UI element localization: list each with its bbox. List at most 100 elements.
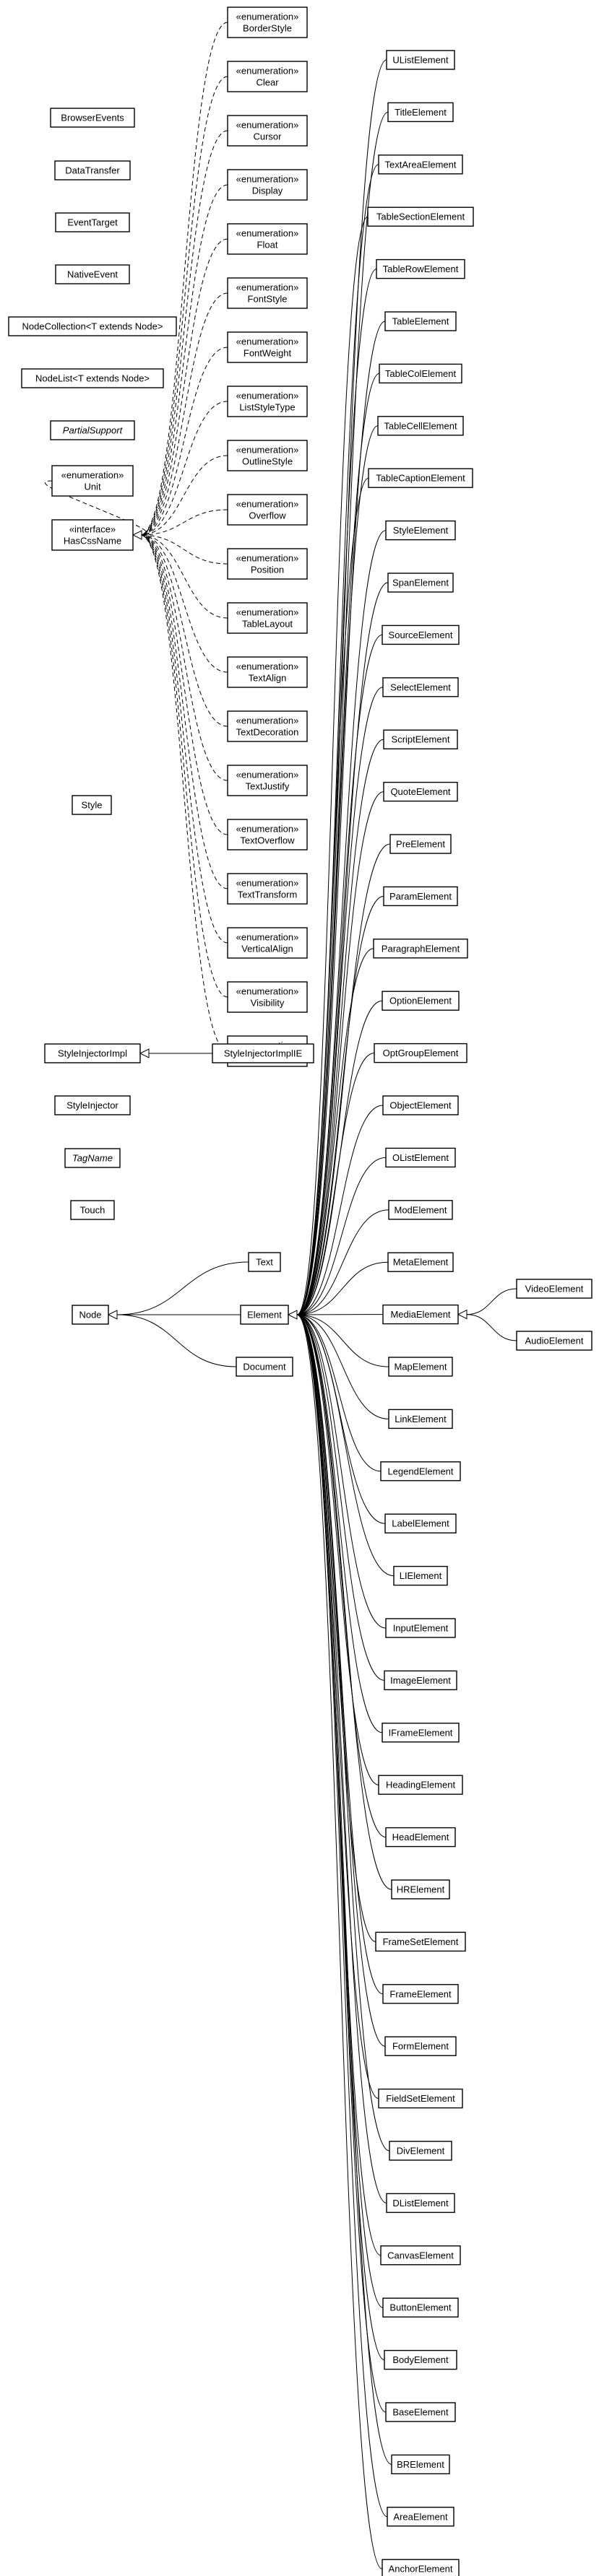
class-box-option-element[interactable]: OptionElement bbox=[382, 991, 460, 1011]
class-box-unit[interactable]: «enumeration»Unit bbox=[51, 465, 134, 497]
class-box-title-element[interactable]: TitleElement bbox=[387, 102, 454, 123]
class-box-clear[interactable]: «enumeration»Clear bbox=[227, 61, 308, 92]
class-box-font-weight[interactable]: «enumeration»FontWeight bbox=[227, 331, 308, 363]
class-box-olist-element[interactable]: OListElement bbox=[385, 1147, 456, 1168]
class-box-pre-element[interactable]: PreElement bbox=[389, 834, 452, 854]
edge-object-element-to-element bbox=[296, 1105, 384, 1315]
class-box-browser-events[interactable]: BrowserEvents bbox=[50, 108, 135, 128]
class-box-document[interactable]: Document bbox=[236, 1357, 293, 1377]
class-box-border-style[interactable]: «enumeration»BorderStyle bbox=[227, 6, 308, 38]
class-box-table-col-element[interactable]: TableColElement bbox=[379, 363, 462, 384]
class-box-iframe-element[interactable]: IFrameElement bbox=[382, 1723, 460, 1743]
class-box-base-element[interactable]: BaseElement bbox=[385, 2402, 456, 2422]
class-box-hrelement[interactable]: HRElement bbox=[391, 1879, 450, 1900]
class-box-video-element[interactable]: VideoElement bbox=[516, 1279, 592, 1299]
class-box-script-element[interactable]: ScriptElement bbox=[383, 729, 458, 749]
class-box-position[interactable]: «enumeration»Position bbox=[227, 548, 308, 580]
class-box-list-style-type[interactable]: «enumeration»ListStyleType bbox=[227, 386, 308, 417]
arrowhead-element bbox=[287, 1310, 298, 1320]
class-name: ParagraphElement bbox=[382, 943, 460, 954]
class-box-dlist-element[interactable]: DListElement bbox=[386, 2193, 455, 2214]
class-box-legend-element[interactable]: LegendElement bbox=[380, 1461, 461, 1481]
class-box-span-element[interactable]: SpanElement bbox=[387, 573, 454, 593]
class-box-border bbox=[8, 316, 177, 336]
class-box-area-element[interactable]: AreaElement bbox=[387, 2507, 454, 2527]
class-stereotype: «enumeration» bbox=[236, 66, 299, 77]
class-box-data-transfer[interactable]: DataTransfer bbox=[54, 160, 131, 180]
class-box-meta-element[interactable]: MetaElement bbox=[387, 1252, 454, 1272]
class-box-table-section-element[interactable]: TableSectionElement bbox=[367, 206, 474, 227]
class-box-visibility[interactable]: «enumeration»Visibility bbox=[227, 981, 308, 1013]
class-box-media-element[interactable]: MediaElement bbox=[382, 1304, 459, 1325]
class-box-button-element[interactable]: ButtonElement bbox=[382, 2297, 459, 2318]
class-box-text-justify[interactable]: «enumeration»TextJustify bbox=[227, 765, 308, 796]
class-box-image-element[interactable]: ImageElement bbox=[384, 1670, 457, 1691]
class-box-node-collection[interactable]: NodeCollection<T extends Node> bbox=[8, 316, 177, 336]
class-box-style-injector-impl[interactable]: StyleInjectorImpl bbox=[44, 1043, 141, 1063]
edge-source-element-to-element bbox=[296, 634, 383, 1315]
class-box-style-element[interactable]: StyleElement bbox=[385, 520, 456, 541]
class-box-event-target[interactable]: EventTarget bbox=[55, 212, 130, 232]
class-box-text-overflow[interactable]: «enumeration»TextOverflow bbox=[227, 819, 308, 850]
class-box-table-element[interactable]: TableElement bbox=[384, 311, 457, 331]
class-box-object-element[interactable]: ObjectElement bbox=[382, 1095, 459, 1115]
class-box-touch[interactable]: Touch bbox=[70, 1200, 115, 1220]
class-box-vertical-align[interactable]: «enumeration»VerticalAlign bbox=[227, 927, 308, 959]
class-box-tag-name[interactable]: TagName bbox=[64, 1148, 121, 1168]
class-box-element[interactable]: Element bbox=[240, 1305, 289, 1325]
class-name: HasCssName bbox=[64, 536, 121, 547]
class-box-ulist-element[interactable]: UListElement bbox=[386, 50, 455, 70]
class-box-form-element[interactable]: FormElement bbox=[384, 2036, 457, 2056]
class-box-anchor-element[interactable]: AnchorElement bbox=[382, 2559, 460, 2576]
class-box-text-align[interactable]: «enumeration»TextAlign bbox=[227, 656, 308, 688]
class-box-lielement[interactable]: LIElement bbox=[393, 1565, 448, 1586]
class-box-border bbox=[55, 212, 130, 232]
class-box-label-element[interactable]: LabelElement bbox=[384, 1513, 457, 1533]
class-box-field-set-element[interactable]: FieldSetElement bbox=[378, 2088, 463, 2109]
class-box-node-list[interactable]: NodeList<T extends Node> bbox=[21, 368, 164, 388]
class-box-node[interactable]: Node bbox=[72, 1305, 109, 1325]
class-box-frame-set-element[interactable]: FrameSetElement bbox=[375, 1931, 466, 1952]
class-box-table-caption-element[interactable]: TableCaptionElement bbox=[368, 468, 473, 488]
class-box-opt-group-element[interactable]: OptGroupElement bbox=[374, 1043, 467, 1063]
class-box-text-area-element[interactable]: TextAreaElement bbox=[378, 155, 463, 175]
class-box-float[interactable]: «enumeration»Float bbox=[227, 223, 308, 255]
class-box-cursor[interactable]: «enumeration»Cursor bbox=[227, 115, 308, 147]
class-box-style[interactable]: Style bbox=[72, 795, 112, 815]
class-box-table-layout[interactable]: «enumeration»TableLayout bbox=[227, 602, 308, 634]
class-box-div-element[interactable]: DivElement bbox=[389, 2141, 452, 2161]
class-box-input-element[interactable]: InputElement bbox=[385, 1618, 456, 1638]
class-box-has-css-name[interactable]: «interface»HasCssName bbox=[51, 519, 134, 551]
class-box-audio-element[interactable]: AudioElement bbox=[516, 1331, 592, 1351]
class-box-native-event[interactable]: NativeEvent bbox=[55, 264, 130, 284]
class-box-frame-element[interactable]: FrameElement bbox=[382, 1984, 459, 2004]
class-box-param-element[interactable]: ParamElement bbox=[383, 886, 458, 907]
class-box-source-element[interactable]: SourceElement bbox=[382, 625, 460, 645]
class-box-mod-element[interactable]: ModElement bbox=[388, 1200, 453, 1220]
class-box-text[interactable]: Text bbox=[248, 1252, 281, 1272]
class-box-heading-element[interactable]: HeadingElement bbox=[378, 1775, 463, 1795]
class-box-text-decoration[interactable]: «enumeration»TextDecoration bbox=[227, 710, 308, 742]
class-box-map-element[interactable]: MapElement bbox=[388, 1357, 453, 1377]
class-box-outline-style[interactable]: «enumeration»OutlineStyle bbox=[227, 440, 308, 471]
class-box-canvas-element[interactable]: CanvasElement bbox=[380, 2245, 461, 2266]
class-box-table-cell-element[interactable]: TableCellElement bbox=[377, 416, 464, 436]
class-box-link-element[interactable]: LinkElement bbox=[388, 1409, 453, 1430]
class-box-text-transform[interactable]: «enumeration»TextTransform bbox=[227, 873, 308, 905]
class-box-brelement[interactable]: BRElement bbox=[391, 2454, 450, 2475]
class-box-partial-support[interactable]: PartialSupport bbox=[50, 420, 135, 440]
class-box-head-element[interactable]: HeadElement bbox=[385, 1827, 456, 1848]
class-box-quote-element[interactable]: QuoteElement bbox=[383, 781, 458, 802]
class-box-paragraph-element[interactable]: ParagraphElement bbox=[373, 939, 468, 959]
class-box-border bbox=[50, 108, 135, 128]
class-box-style-injector[interactable]: StyleInjector bbox=[54, 1095, 131, 1115]
edge-table-element-to-element bbox=[296, 321, 386, 1315]
class-box-table-row-element[interactable]: TableRowElement bbox=[376, 258, 465, 279]
class-box-font-style[interactable]: «enumeration»FontStyle bbox=[227, 277, 308, 309]
class-box-border bbox=[385, 1147, 456, 1168]
class-box-select-element[interactable]: SelectElement bbox=[382, 677, 459, 697]
class-box-overflow[interactable]: «enumeration»Overflow bbox=[227, 494, 308, 526]
class-box-body-element[interactable]: BodyElement bbox=[384, 2349, 457, 2370]
class-box-style-injector-impl-ie[interactable]: StyleInjectorImplIE bbox=[212, 1043, 314, 1063]
class-box-display[interactable]: «enumeration»Display bbox=[227, 169, 308, 201]
